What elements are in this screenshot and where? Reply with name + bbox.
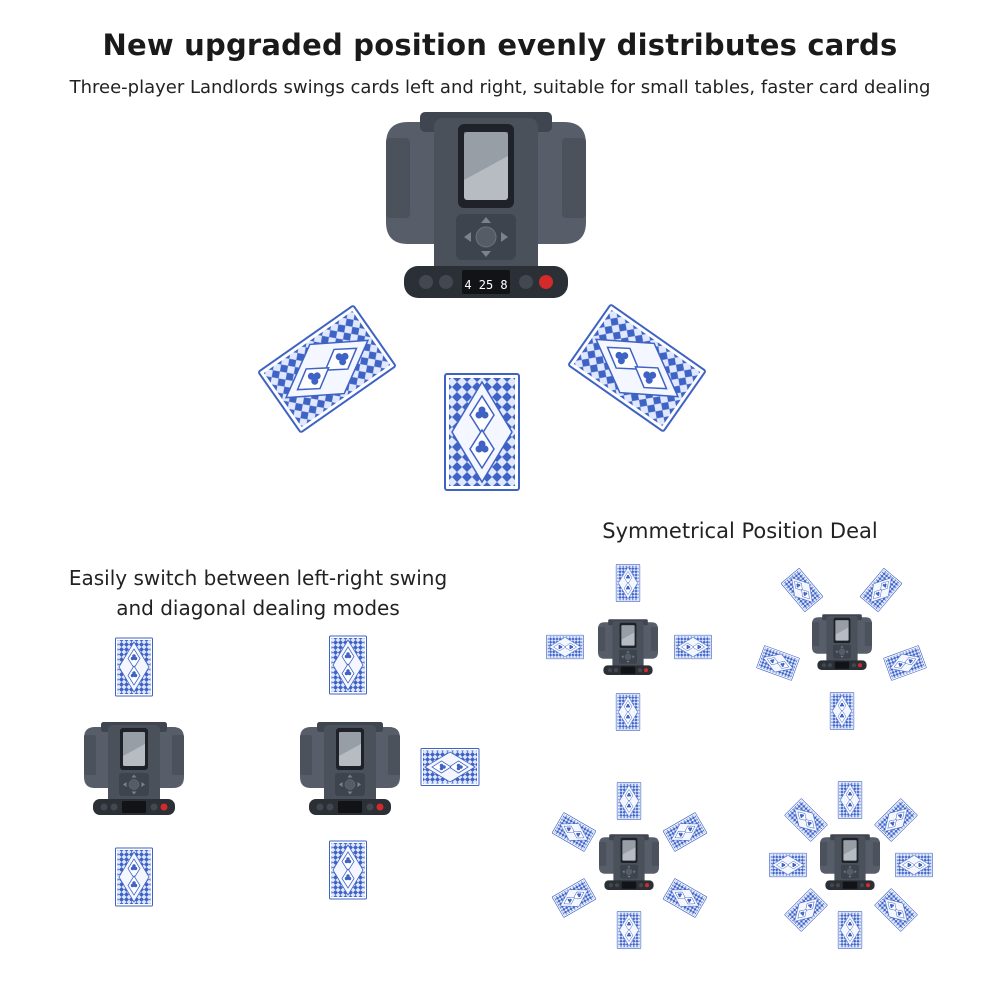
symmetric-8-card-bottom: [616, 911, 642, 949]
swing-modes-caption-line1: Easily switch between left-right swing: [68, 566, 448, 590]
symmetric-4-card-left: [546, 634, 584, 660]
page-subtitle: Three-player Landlords swings cards left…: [69, 77, 931, 98]
swing-mode-device-2: [299, 721, 401, 816]
device-display-digits: 4 25 8: [464, 278, 507, 292]
swing-mode-2-card-right: [420, 748, 480, 786]
symmetric-5-card-left: [756, 645, 800, 681]
symmetric-device-5: [811, 614, 873, 671]
symmetrical-caption: Symmetrical Position Deal: [602, 519, 878, 543]
symmetric-8-card-top-left: [551, 812, 597, 852]
symmetric-8b-card-bottom-right: [874, 888, 918, 932]
symmetric-8b-card-bottom: [837, 911, 863, 949]
symmetric-8-card-bottom-right: [662, 878, 708, 918]
swing-mode-1-card-bottom: [115, 847, 153, 907]
symmetric-8b-card-left: [769, 852, 807, 878]
symmetric-device-4: [597, 619, 659, 676]
symmetric-4-card-top: [615, 564, 641, 602]
symmetric-8b-card-right: [895, 852, 933, 878]
symmetric-device-8b: [819, 834, 881, 891]
card-center-top: [444, 373, 520, 491]
swing-mode-1-card-top: [115, 637, 153, 697]
card-left-top: [257, 304, 397, 434]
symmetric-8b-card-top-left: [784, 798, 828, 842]
symmetric-5-card-top-left: [780, 567, 824, 613]
symmetric-4-card-bottom: [615, 693, 641, 731]
symmetric-device-8: [598, 834, 660, 891]
swing-mode-2-card-bottom: [329, 840, 367, 900]
swing-mode-device-1: [83, 721, 185, 816]
symmetric-8-card-top: [616, 782, 642, 820]
symmetric-8b-card-bottom-left: [784, 888, 828, 932]
main-dealer-device: [385, 111, 587, 299]
symmetric-8b-card-top-right: [874, 798, 918, 842]
symmetric-8-card-top-right: [662, 812, 708, 852]
page-title: New upgraded position evenly distributes…: [102, 28, 898, 62]
swing-modes-caption: Easily switch between left-right swing a…: [20, 563, 496, 623]
symmetric-8b-card-top: [837, 781, 863, 819]
symmetric-5-card-bottom: [829, 692, 855, 730]
symmetric-8-card-bottom-left: [551, 878, 597, 918]
swing-modes-caption-line2: and diagonal dealing modes: [116, 596, 400, 620]
symmetric-5-card-right: [883, 645, 927, 681]
card-right-top: [567, 303, 707, 433]
symmetric-4-card-right: [674, 634, 712, 660]
symmetric-5-card-top-right: [859, 567, 903, 613]
swing-mode-2-card-top: [329, 635, 367, 695]
